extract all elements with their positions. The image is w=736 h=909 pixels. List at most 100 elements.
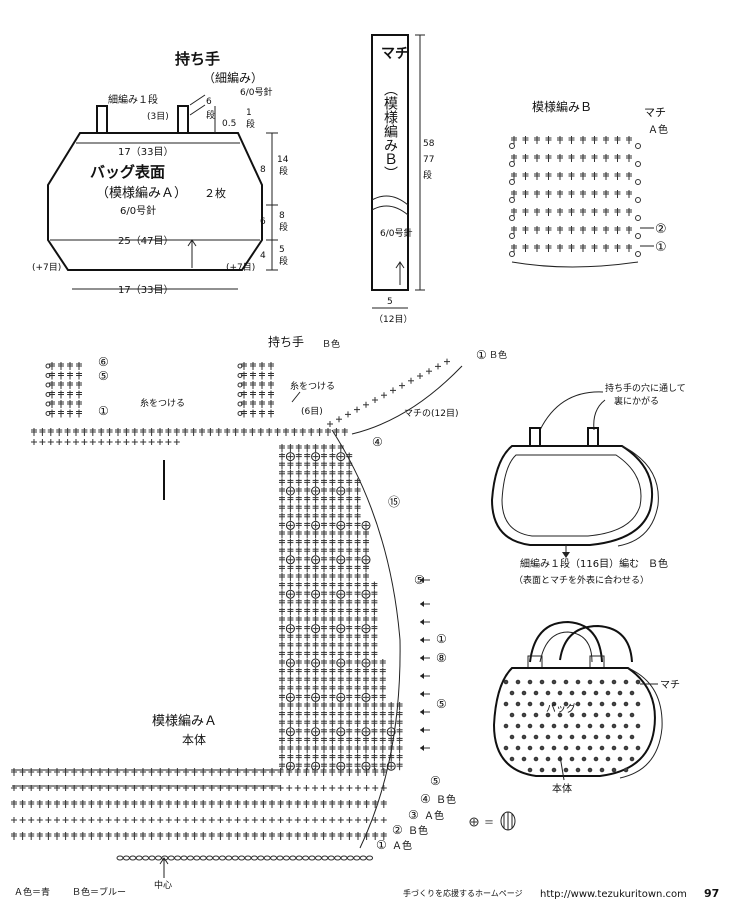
body-stitch xyxy=(295,606,303,616)
body-stitch xyxy=(345,477,353,487)
body-stitch xyxy=(278,520,286,530)
pattern-b-stitch xyxy=(510,189,518,199)
body-stitch xyxy=(362,753,370,763)
body-stitch xyxy=(295,477,303,487)
body-stitch xyxy=(345,632,353,642)
bead-dot xyxy=(533,712,539,718)
body-stitch xyxy=(379,692,387,702)
gusset-title: マチ xyxy=(381,46,409,62)
handle-stitch xyxy=(66,371,74,380)
base-stitch xyxy=(122,816,130,824)
increase-left: (+7目) xyxy=(32,262,61,273)
chain-loop xyxy=(635,233,641,239)
body-stitch xyxy=(320,684,328,694)
side-arrows xyxy=(419,576,431,752)
bead-dot xyxy=(611,701,617,707)
body-stitch xyxy=(362,667,370,677)
body-stitch xyxy=(303,727,311,737)
base-stitch xyxy=(165,767,173,777)
body-stitch xyxy=(336,555,346,565)
pattern-b-stitch xyxy=(591,135,598,145)
bead-dot xyxy=(539,767,545,773)
bead-dot xyxy=(629,712,635,718)
body-stitch xyxy=(278,555,286,565)
row15-mark: ⑮ xyxy=(388,495,400,509)
body-stitch xyxy=(312,503,320,513)
body-stitch xyxy=(328,624,336,634)
bead-dot xyxy=(533,734,539,740)
base-stitch xyxy=(139,767,147,777)
body-stitch xyxy=(328,589,336,599)
body-stitch xyxy=(311,555,321,565)
body-stitch xyxy=(320,589,328,599)
handle-stitch xyxy=(258,371,266,380)
pattern-b-stitch xyxy=(614,153,621,163)
pattern-b-stitch xyxy=(568,135,575,145)
handle-stitch xyxy=(267,380,275,390)
base-stitch xyxy=(320,767,328,777)
body-stitch xyxy=(312,735,320,745)
body-stitch xyxy=(320,495,328,505)
base-stitch xyxy=(113,816,121,824)
base-stitch xyxy=(234,816,242,824)
color-a-legend: Ａ色＝青 xyxy=(14,886,50,898)
base-stitch xyxy=(53,767,61,777)
pattern-b-stitch xyxy=(568,171,575,181)
body-stitch xyxy=(354,615,362,625)
body-stitch xyxy=(362,710,370,720)
center-label: 中心 xyxy=(154,879,172,891)
base-stitch xyxy=(285,784,293,792)
base-stitch xyxy=(105,831,113,841)
body-stitch xyxy=(285,658,295,668)
pattern-b-stitch xyxy=(556,153,564,163)
base-stitch xyxy=(19,831,27,841)
body-stitch xyxy=(303,529,311,539)
chain-loop xyxy=(635,197,641,203)
body-stitch xyxy=(396,753,404,763)
gusset-hook: 6/0号針 xyxy=(380,227,413,239)
pattern-b-stitch xyxy=(579,189,587,199)
body-stitch xyxy=(295,761,303,771)
chain-loop xyxy=(635,215,641,221)
body-stitch xyxy=(345,606,353,616)
body-stitch xyxy=(362,684,370,694)
pattern-b-stitch xyxy=(522,189,529,199)
body-stitch xyxy=(312,667,320,677)
body-stitch xyxy=(312,701,320,711)
body-stitch xyxy=(361,727,371,737)
bead-dot xyxy=(635,745,641,751)
body-stitch xyxy=(328,469,336,479)
base-stitch xyxy=(62,799,70,809)
foundation-chain xyxy=(334,855,342,861)
base-stitch xyxy=(105,816,113,824)
base-stitch xyxy=(225,799,233,809)
gusset-row-stitch xyxy=(443,358,451,366)
color-b-legend: Ｂ色＝ブルー xyxy=(72,886,126,898)
body-stitch xyxy=(320,477,328,487)
body-stitch xyxy=(312,718,320,728)
body-stitch xyxy=(285,452,295,462)
base-row4: ④ xyxy=(420,792,431,806)
body-stitch xyxy=(295,727,303,737)
bag-handle-1 xyxy=(529,620,603,663)
top-row-stitch xyxy=(240,427,248,437)
body-stitch xyxy=(312,632,320,642)
body-stitch xyxy=(312,512,320,522)
pattern-b-stitches xyxy=(509,135,641,257)
pattern-b-stitch xyxy=(556,171,564,181)
pattern-b-stitch xyxy=(556,207,564,217)
pattern-b-row2: ② xyxy=(655,222,667,237)
body-stitch xyxy=(320,692,328,702)
base-stitch xyxy=(354,831,362,841)
body-stitch xyxy=(354,684,362,694)
body-stitch xyxy=(354,718,362,728)
bead-dot xyxy=(521,712,527,718)
base-stitch xyxy=(251,816,259,824)
handle-stitch xyxy=(66,361,74,371)
body-stitch xyxy=(337,469,345,479)
foundation-chain xyxy=(282,855,290,861)
foundation-chain xyxy=(225,855,233,861)
base-row3: ③ xyxy=(408,808,419,822)
foundation-chain xyxy=(314,855,322,861)
half-cm: 0.5 xyxy=(222,119,236,129)
